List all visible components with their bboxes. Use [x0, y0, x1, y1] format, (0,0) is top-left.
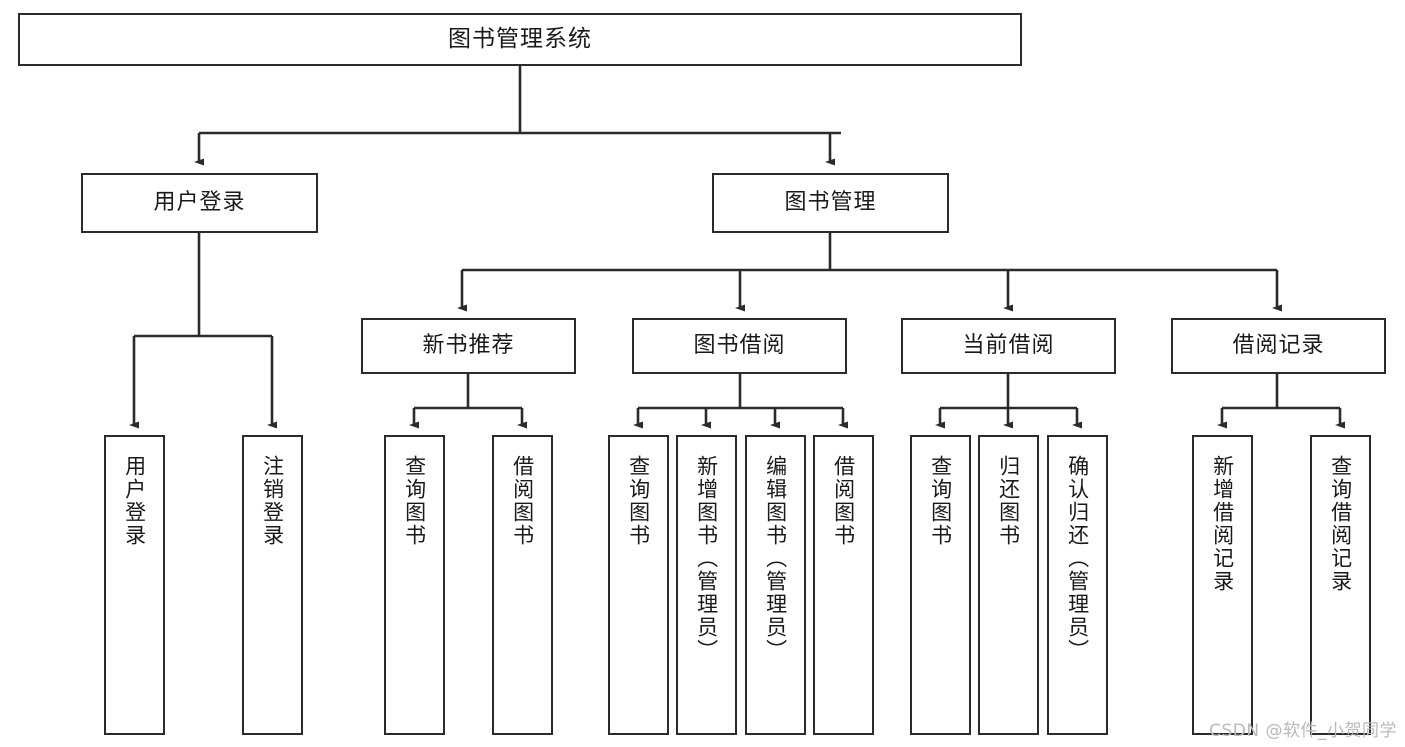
node-current-borrow[interactable]: 当前借阅 — [901, 318, 1116, 374]
watermark-csdn: CSDN @软件_小贺同学 — [1209, 721, 1397, 741]
leaf-borrow-query-book[interactable]: 查询图书 — [608, 435, 669, 735]
node-book-management-label: 图书管理 — [784, 189, 877, 215]
leaf-record-query-record-label: 查询借阅记录 — [1328, 455, 1353, 593]
node-new-book-recommend-label: 新书推荐 — [422, 332, 515, 358]
leaf-current-return-book[interactable]: 归还图书 — [978, 435, 1039, 735]
leaf-newbook-query-book[interactable]: 查询图书 — [384, 435, 445, 735]
leaf-logout-label: 注销登录 — [260, 455, 285, 547]
leaf-borrow-edit-book-label: 编辑图书（管理员） — [763, 455, 788, 662]
node-root-system[interactable]: 图书管理系统 — [18, 13, 1022, 66]
leaf-current-confirm-return-label: 确认归还（管理员） — [1065, 455, 1090, 662]
leaf-current-return-book-label: 归还图书 — [996, 455, 1021, 547]
leaf-record-add-record[interactable]: 新增借阅记录 — [1192, 435, 1253, 735]
node-user-login-label: 用户登录 — [153, 189, 246, 215]
leaf-record-query-record[interactable]: 查询借阅记录 — [1310, 435, 1371, 735]
node-new-book-recommend[interactable]: 新书推荐 — [361, 318, 576, 374]
node-book-borrow-label: 图书借阅 — [693, 332, 786, 358]
node-root-system-label: 图书管理系统 — [448, 25, 592, 52]
node-book-management[interactable]: 图书管理 — [712, 173, 949, 233]
leaf-borrow-borrow-book[interactable]: 借阅图书 — [813, 435, 874, 735]
leaf-borrow-query-book-label: 查询图书 — [626, 455, 651, 547]
leaf-user-login[interactable]: 用户登录 — [104, 435, 165, 735]
node-borrow-record-label: 借阅记录 — [1232, 332, 1325, 358]
leaf-current-query-book-label: 查询图书 — [928, 455, 953, 547]
node-book-borrow[interactable]: 图书借阅 — [632, 318, 847, 374]
leaf-borrow-add-book-label: 新增图书（管理员） — [694, 455, 719, 662]
node-current-borrow-label: 当前借阅 — [962, 332, 1055, 358]
leaf-user-login-label: 用户登录 — [122, 455, 147, 547]
leaf-record-add-record-label: 新增借阅记录 — [1210, 455, 1235, 593]
leaf-borrow-add-book[interactable]: 新增图书（管理员） — [676, 435, 737, 735]
node-user-login[interactable]: 用户登录 — [81, 173, 318, 233]
leaf-borrow-borrow-book-label: 借阅图书 — [831, 455, 856, 547]
leaf-current-query-book[interactable]: 查询图书 — [910, 435, 971, 735]
leaf-newbook-query-book-label: 查询图书 — [402, 455, 427, 547]
leaf-logout[interactable]: 注销登录 — [242, 435, 303, 735]
leaf-newbook-borrow-book-label: 借阅图书 — [510, 455, 535, 547]
leaf-newbook-borrow-book[interactable]: 借阅图书 — [492, 435, 553, 735]
leaf-current-confirm-return[interactable]: 确认归还（管理员） — [1047, 435, 1108, 735]
node-borrow-record[interactable]: 借阅记录 — [1171, 318, 1386, 374]
leaf-borrow-edit-book[interactable]: 编辑图书（管理员） — [745, 435, 806, 735]
